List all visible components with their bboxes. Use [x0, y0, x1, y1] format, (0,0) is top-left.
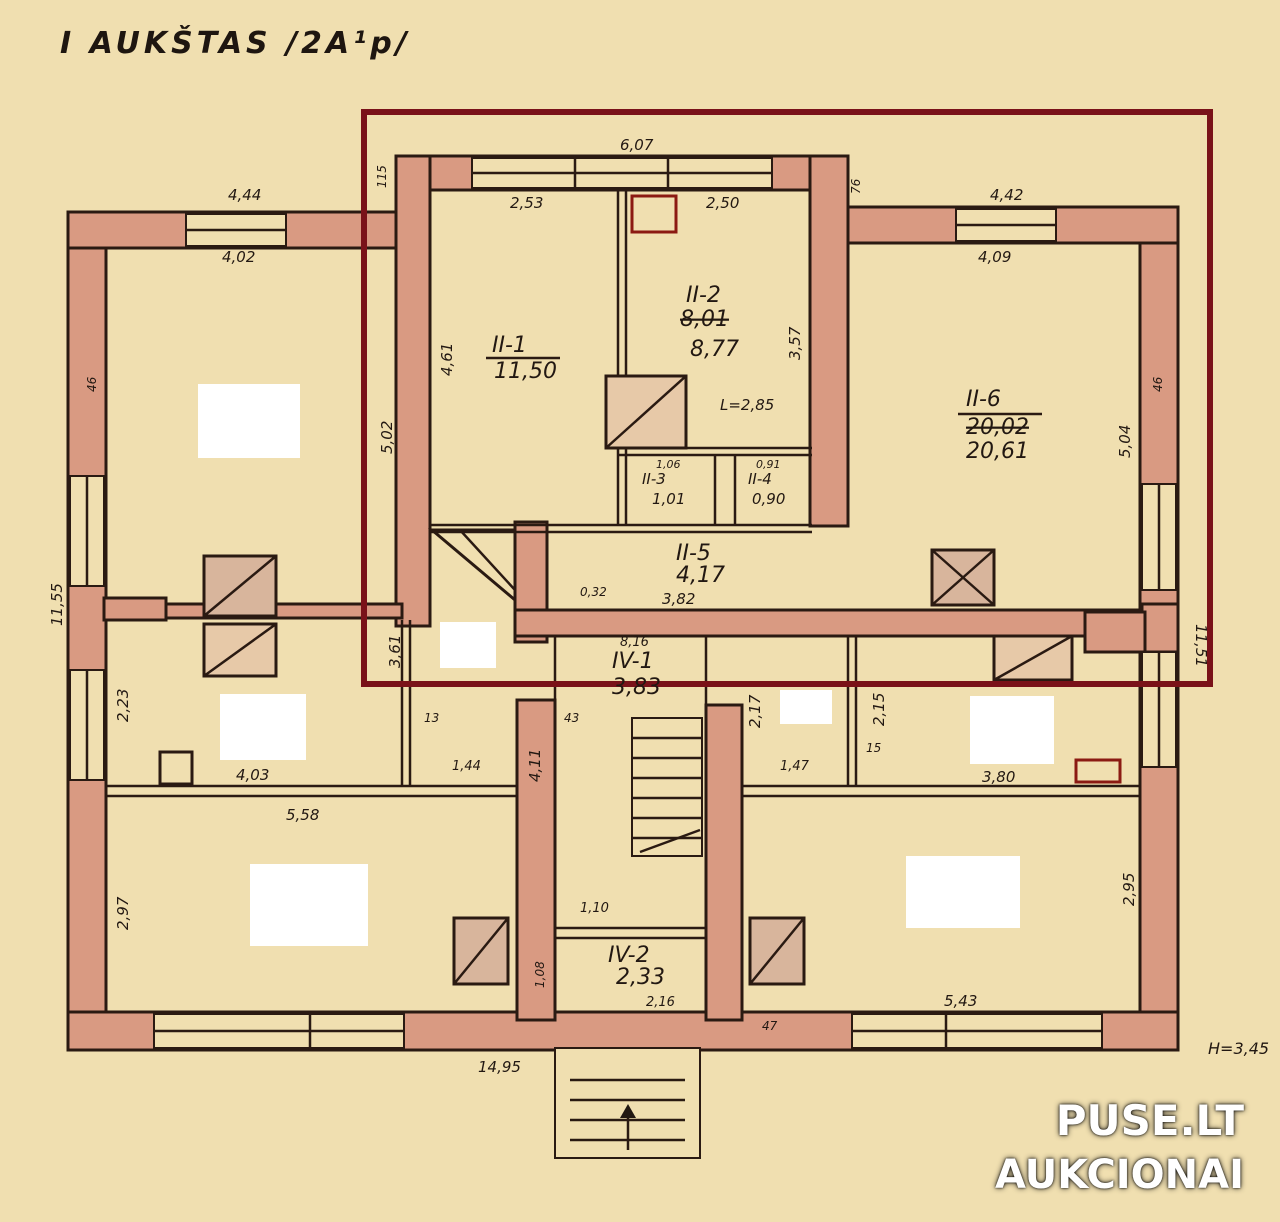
room-code-II-1: II-1 [492, 333, 527, 358]
room-code-II-3: II-3 [642, 470, 666, 488]
stove-icon [158, 750, 194, 786]
watermark-line-2: AUKCIONAI [995, 1152, 1244, 1198]
room-code-II-4: II-4 [748, 470, 772, 488]
redactions [198, 384, 1054, 946]
dim-285: L=2,85 [720, 396, 774, 414]
height-note: H=3,45 [1208, 1039, 1269, 1058]
dim-380: 3,80 [982, 768, 1015, 786]
dim-108: 1,08 [533, 961, 547, 988]
dim-147: 1,47 [780, 759, 810, 774]
dim-816: 8,16 [620, 635, 649, 650]
room-area-II-3: 1,01 [652, 490, 685, 508]
dim-504: 5,04 [1116, 425, 1134, 458]
dim-13: 13 [424, 711, 439, 725]
wall-stair-right [704, 703, 744, 1022]
room-code-II-2: II-2 [686, 283, 721, 308]
partitions [106, 190, 1140, 940]
dim-502: 5,02 [378, 421, 396, 454]
dim-295: 2,95 [1120, 873, 1138, 906]
dim-543: 5,43 [944, 992, 977, 1010]
dim-215: 2,15 [870, 693, 888, 726]
room-labels: II-1 11,50 II-2 8,01 8,77 II-6 20,02 20,… [486, 283, 1042, 990]
wall-right-pier [1140, 602, 1180, 654]
room-area-II-1: 11,50 [494, 359, 557, 384]
entrance-stairs [554, 717, 703, 1159]
stoves [158, 194, 1122, 986]
dim-46-right: 46 [1151, 376, 1165, 392]
dim-402: 4,02 [222, 248, 255, 266]
dim-558: 5,58 [286, 806, 319, 824]
dim-15: 15 [866, 741, 881, 755]
room-area-old-II-6: 20,02 [966, 415, 1029, 440]
chimney-right [1083, 610, 1147, 654]
chimney-icon-right [1074, 758, 1122, 784]
dim-46-left: 46 [85, 376, 99, 392]
dim-357: 3,57 [786, 326, 804, 360]
room-code-II-6: II-6 [966, 387, 1001, 412]
dim-76: 76 [849, 178, 863, 194]
room-code-IV-2: IV-2 [608, 943, 650, 968]
highlight-frame [361, 109, 1213, 687]
room-area-II-6: 20,61 [966, 439, 1029, 464]
dim-032: 0,32 [580, 585, 607, 599]
watermark-line-1: PUSE.LT [1055, 1096, 1244, 1145]
room-area-old-II-2: 8,01 [680, 307, 729, 332]
dim-461: 4,61 [438, 343, 456, 376]
door-swing [427, 528, 517, 604]
dim-411: 4,11 [526, 749, 544, 782]
dim-106: 1,06 [656, 458, 681, 471]
dim-1495: 14,95 [478, 1058, 521, 1076]
room-code-IV-1: IV-1 [612, 649, 654, 674]
dim-1155: 11,55 [48, 583, 66, 626]
windows [69, 157, 1177, 1049]
room-area-IV-2: 2,33 [616, 965, 665, 990]
dim-382: 3,82 [662, 590, 695, 608]
dim-253: 2,53 [510, 194, 543, 212]
dim-444: 4,44 [228, 186, 261, 204]
dim-1151: 11,51 [1192, 624, 1210, 667]
dim-403: 4,03 [236, 766, 269, 784]
dim-607: 6,07 [620, 136, 654, 154]
dim-361: 3,61 [386, 635, 404, 668]
dim-110: 1,10 [580, 901, 609, 916]
dimension-labels: 6,07 4,44 4,42 4,02 4,09 2,53 2,50 L=2,8… [48, 136, 1269, 1076]
wall-bay-right [808, 154, 850, 528]
room-code-II-5: II-5 [676, 541, 711, 566]
chimney-icon [630, 194, 678, 234]
wall-mid-h [513, 608, 1177, 638]
dim-223: 2,23 [114, 689, 132, 722]
dim-297: 2,97 [114, 896, 132, 930]
interior-walls [102, 520, 1180, 1022]
room-area-II-4: 0,90 [752, 490, 785, 508]
dim-144: 1,44 [452, 759, 481, 774]
room-area-II-2: 8,77 [690, 337, 739, 362]
dim-442: 4,42 [990, 186, 1023, 204]
dim-216: 2,16 [646, 995, 675, 1010]
dim-115: 115 [375, 165, 389, 188]
wall-stair-left [515, 698, 557, 1022]
dim-409: 4,09 [978, 248, 1011, 266]
chimney-left [102, 596, 168, 622]
dim-091: 0,91 [756, 458, 781, 471]
dim-250: 2,50 [706, 194, 739, 212]
wall-bay-left [394, 154, 432, 628]
room-area-II-5: 4,17 [676, 563, 725, 588]
wall-left [66, 210, 108, 1052]
dim-47: 47 [762, 1019, 778, 1033]
dim-43: 43 [564, 711, 579, 725]
dim-217: 2,17 [746, 694, 764, 728]
room-area-IV-1: 3,83 [612, 675, 661, 700]
plan-title: I AUKŠTAS /2A¹p/ [60, 26, 411, 61]
small-room-labels: II-3 1,01 II-4 0,90 [642, 470, 785, 508]
